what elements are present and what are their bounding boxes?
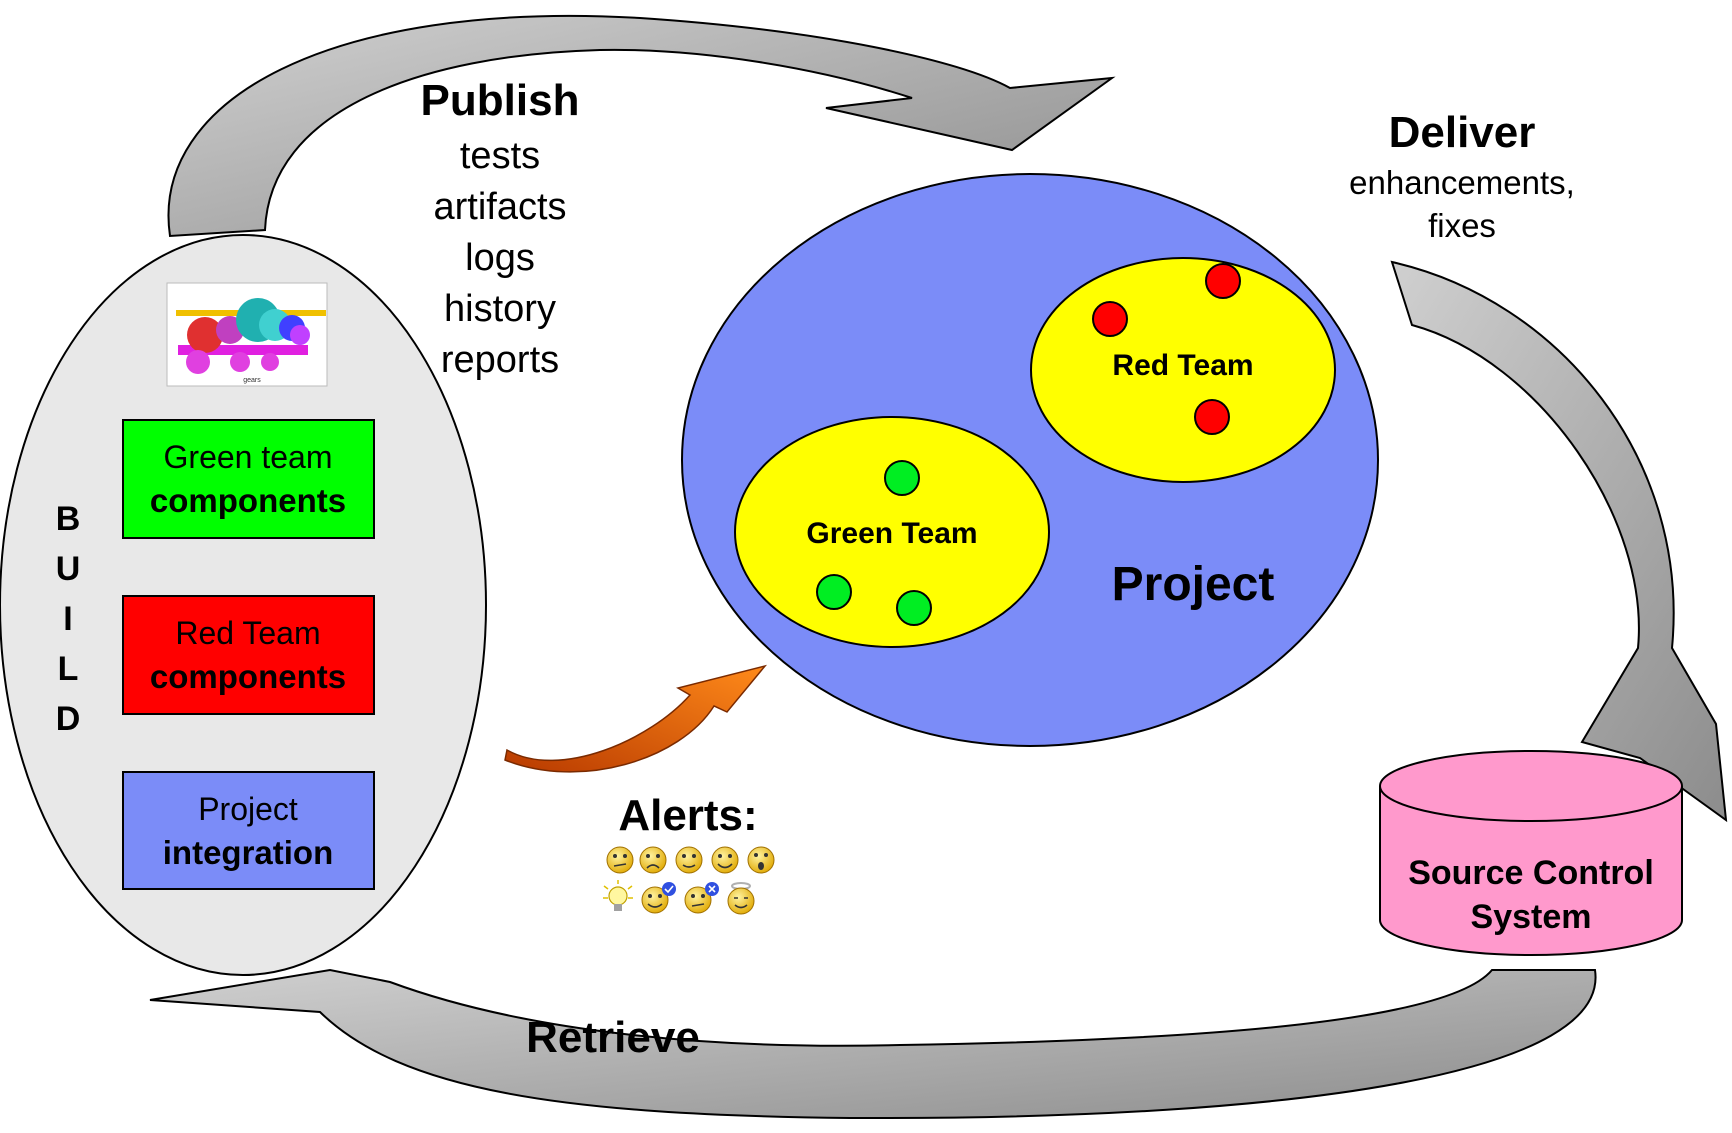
build-letter: L — [58, 650, 79, 688]
alert-icons-row2 — [603, 880, 755, 915]
red-team-member — [1092, 301, 1128, 337]
retrieve-label: Retrieve — [526, 1013, 700, 1062]
box-line2: integration — [163, 834, 334, 871]
deliver-line: fixes — [1428, 207, 1496, 244]
green-team-components-box: Green team components — [122, 419, 375, 539]
project-integration-box: Project integration — [122, 771, 375, 890]
source-control-line1: Source Control — [1408, 854, 1654, 892]
box-line1: Red Team — [175, 615, 320, 651]
angel-face-icon — [727, 882, 755, 915]
box-line1: Green team — [164, 439, 333, 475]
lightbulb-icon — [603, 880, 633, 911]
face-check-icon — [641, 882, 676, 914]
build-letter: B — [56, 500, 81, 538]
face-cross-icon — [684, 882, 719, 914]
publish-item: history — [444, 288, 556, 330]
red-team-member — [1205, 263, 1241, 299]
gears-caption: gears — [243, 377, 261, 384]
publish-label: Publish tests artifacts logs history rep… — [421, 76, 580, 381]
source-control-cylinder: Source Control System — [1379, 750, 1683, 956]
happy-face-icon — [711, 846, 739, 874]
puzzled-face-icon — [606, 846, 634, 874]
box-line1: Project — [198, 791, 298, 827]
green-team-member — [884, 460, 920, 496]
alert-arrow — [504, 664, 768, 773]
box-line2: components — [150, 482, 346, 519]
green-team-group: Green Team — [734, 416, 1050, 648]
publish-item: tests — [460, 135, 540, 177]
publish-item: logs — [465, 237, 535, 279]
publish-item: artifacts — [433, 186, 566, 228]
shocked-face-icon — [747, 846, 775, 874]
build-letter: D — [56, 700, 81, 738]
alerts-title: Alerts: — [618, 791, 757, 840]
source-control-line2: System — [1471, 898, 1592, 936]
alert-icons — [606, 846, 775, 874]
red-team-group: Red Team — [1030, 257, 1336, 483]
deliver-label: Deliver enhancements, fixes — [1349, 108, 1575, 244]
deliver-arrow — [1390, 260, 1728, 823]
publish-item: reports — [441, 339, 559, 381]
deliver-line: enhancements, — [1349, 164, 1575, 201]
green-team-member — [816, 574, 852, 610]
green-team-member — [896, 590, 932, 626]
project-title: Project — [1112, 558, 1275, 611]
gears-image: gears — [166, 282, 328, 387]
publish-arrow — [167, 14, 1116, 238]
build-letter: I — [63, 600, 72, 638]
red-team-components-box: Red Team components — [122, 595, 375, 715]
green-team-ellipse — [734, 416, 1050, 648]
red-team-label: Red Team — [1112, 349, 1253, 382]
retrieve-arrow — [149, 968, 1597, 1120]
sad-face-icon — [639, 846, 667, 874]
build-letter: U — [56, 550, 81, 588]
box-line2: components — [150, 658, 346, 695]
red-team-member — [1194, 399, 1230, 435]
build-vertical-label: B U I L D — [56, 500, 81, 738]
deliver-title: Deliver — [1389, 108, 1536, 157]
neutral-face-icon — [675, 846, 703, 874]
publish-title: Publish — [421, 76, 580, 125]
green-team-label: Green Team — [806, 517, 977, 550]
